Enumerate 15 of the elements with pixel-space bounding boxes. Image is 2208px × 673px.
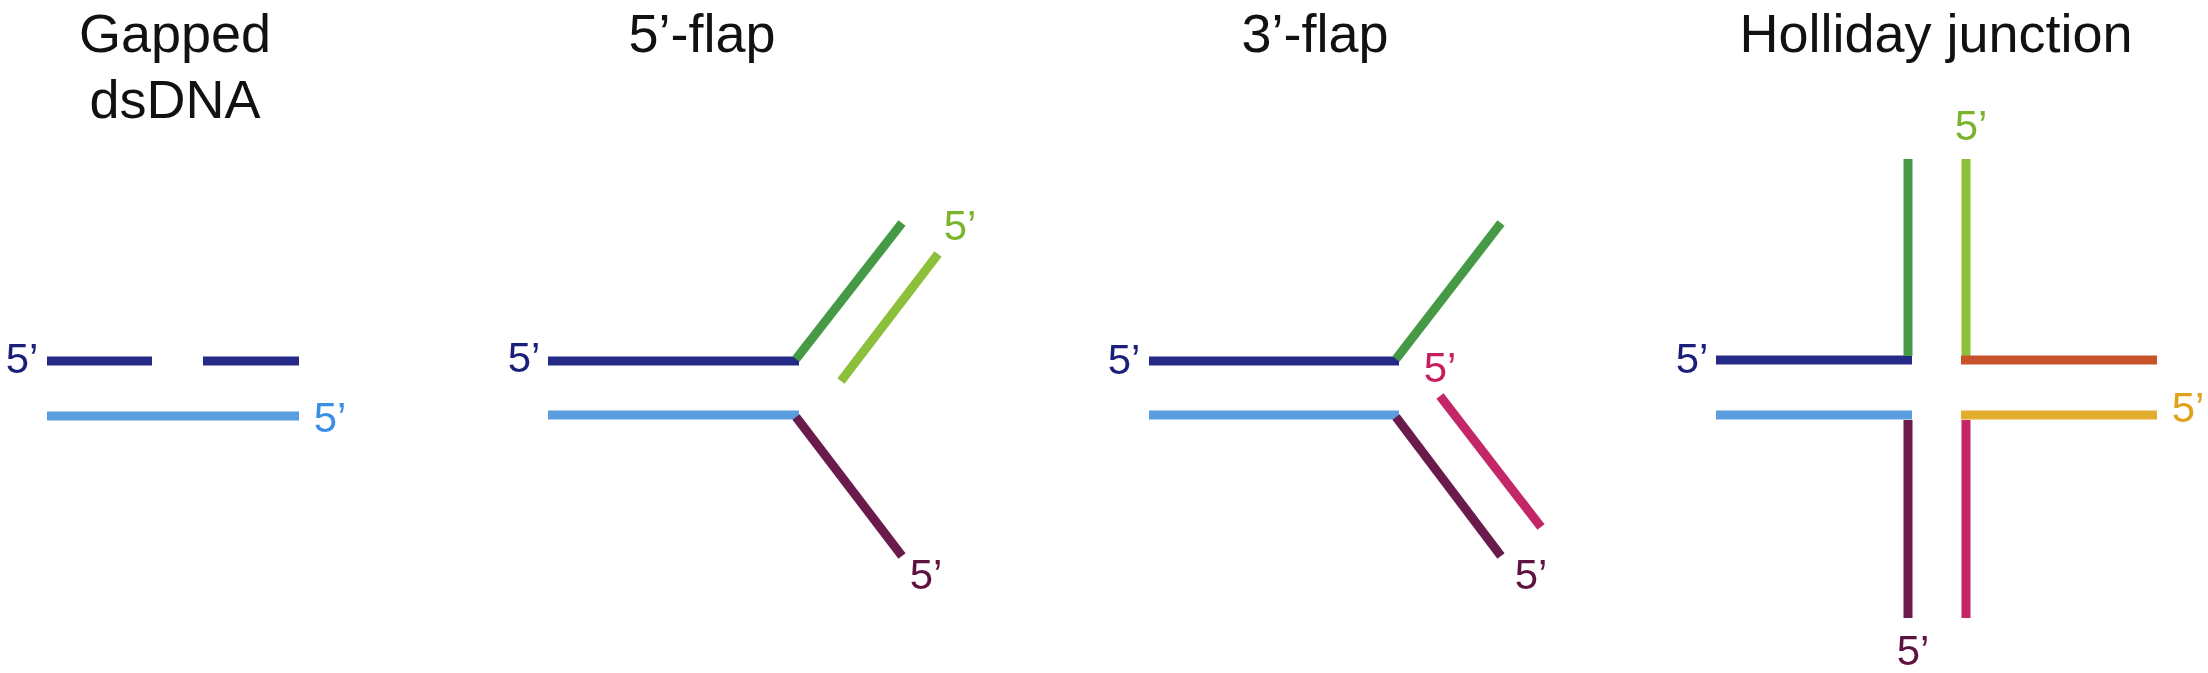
- strand-end-label: 5’: [313, 397, 347, 439]
- strand-end-label: 5’: [1107, 339, 1141, 381]
- strand-end-label: 5’: [943, 205, 977, 247]
- strand-end-label: 5’: [1514, 554, 1548, 596]
- panel-title: 5’-flap: [627, 2, 777, 65]
- strand-end-label: 5’: [507, 337, 541, 379]
- panel-title: Holliday junction: [1738, 2, 2134, 65]
- panel-title: Gapped dsDNA: [77, 2, 273, 131]
- strand-end-label: 5’: [1896, 630, 1930, 672]
- strand-end-label: 5’: [1954, 105, 1988, 147]
- strand-end-label: 5’: [5, 338, 39, 380]
- strand-end-label: 5’: [1675, 338, 1709, 380]
- panel-title: 3’-flap: [1240, 2, 1390, 65]
- strand-end-label: 5’: [909, 554, 943, 596]
- strand-end-label: 5’: [2171, 387, 2205, 429]
